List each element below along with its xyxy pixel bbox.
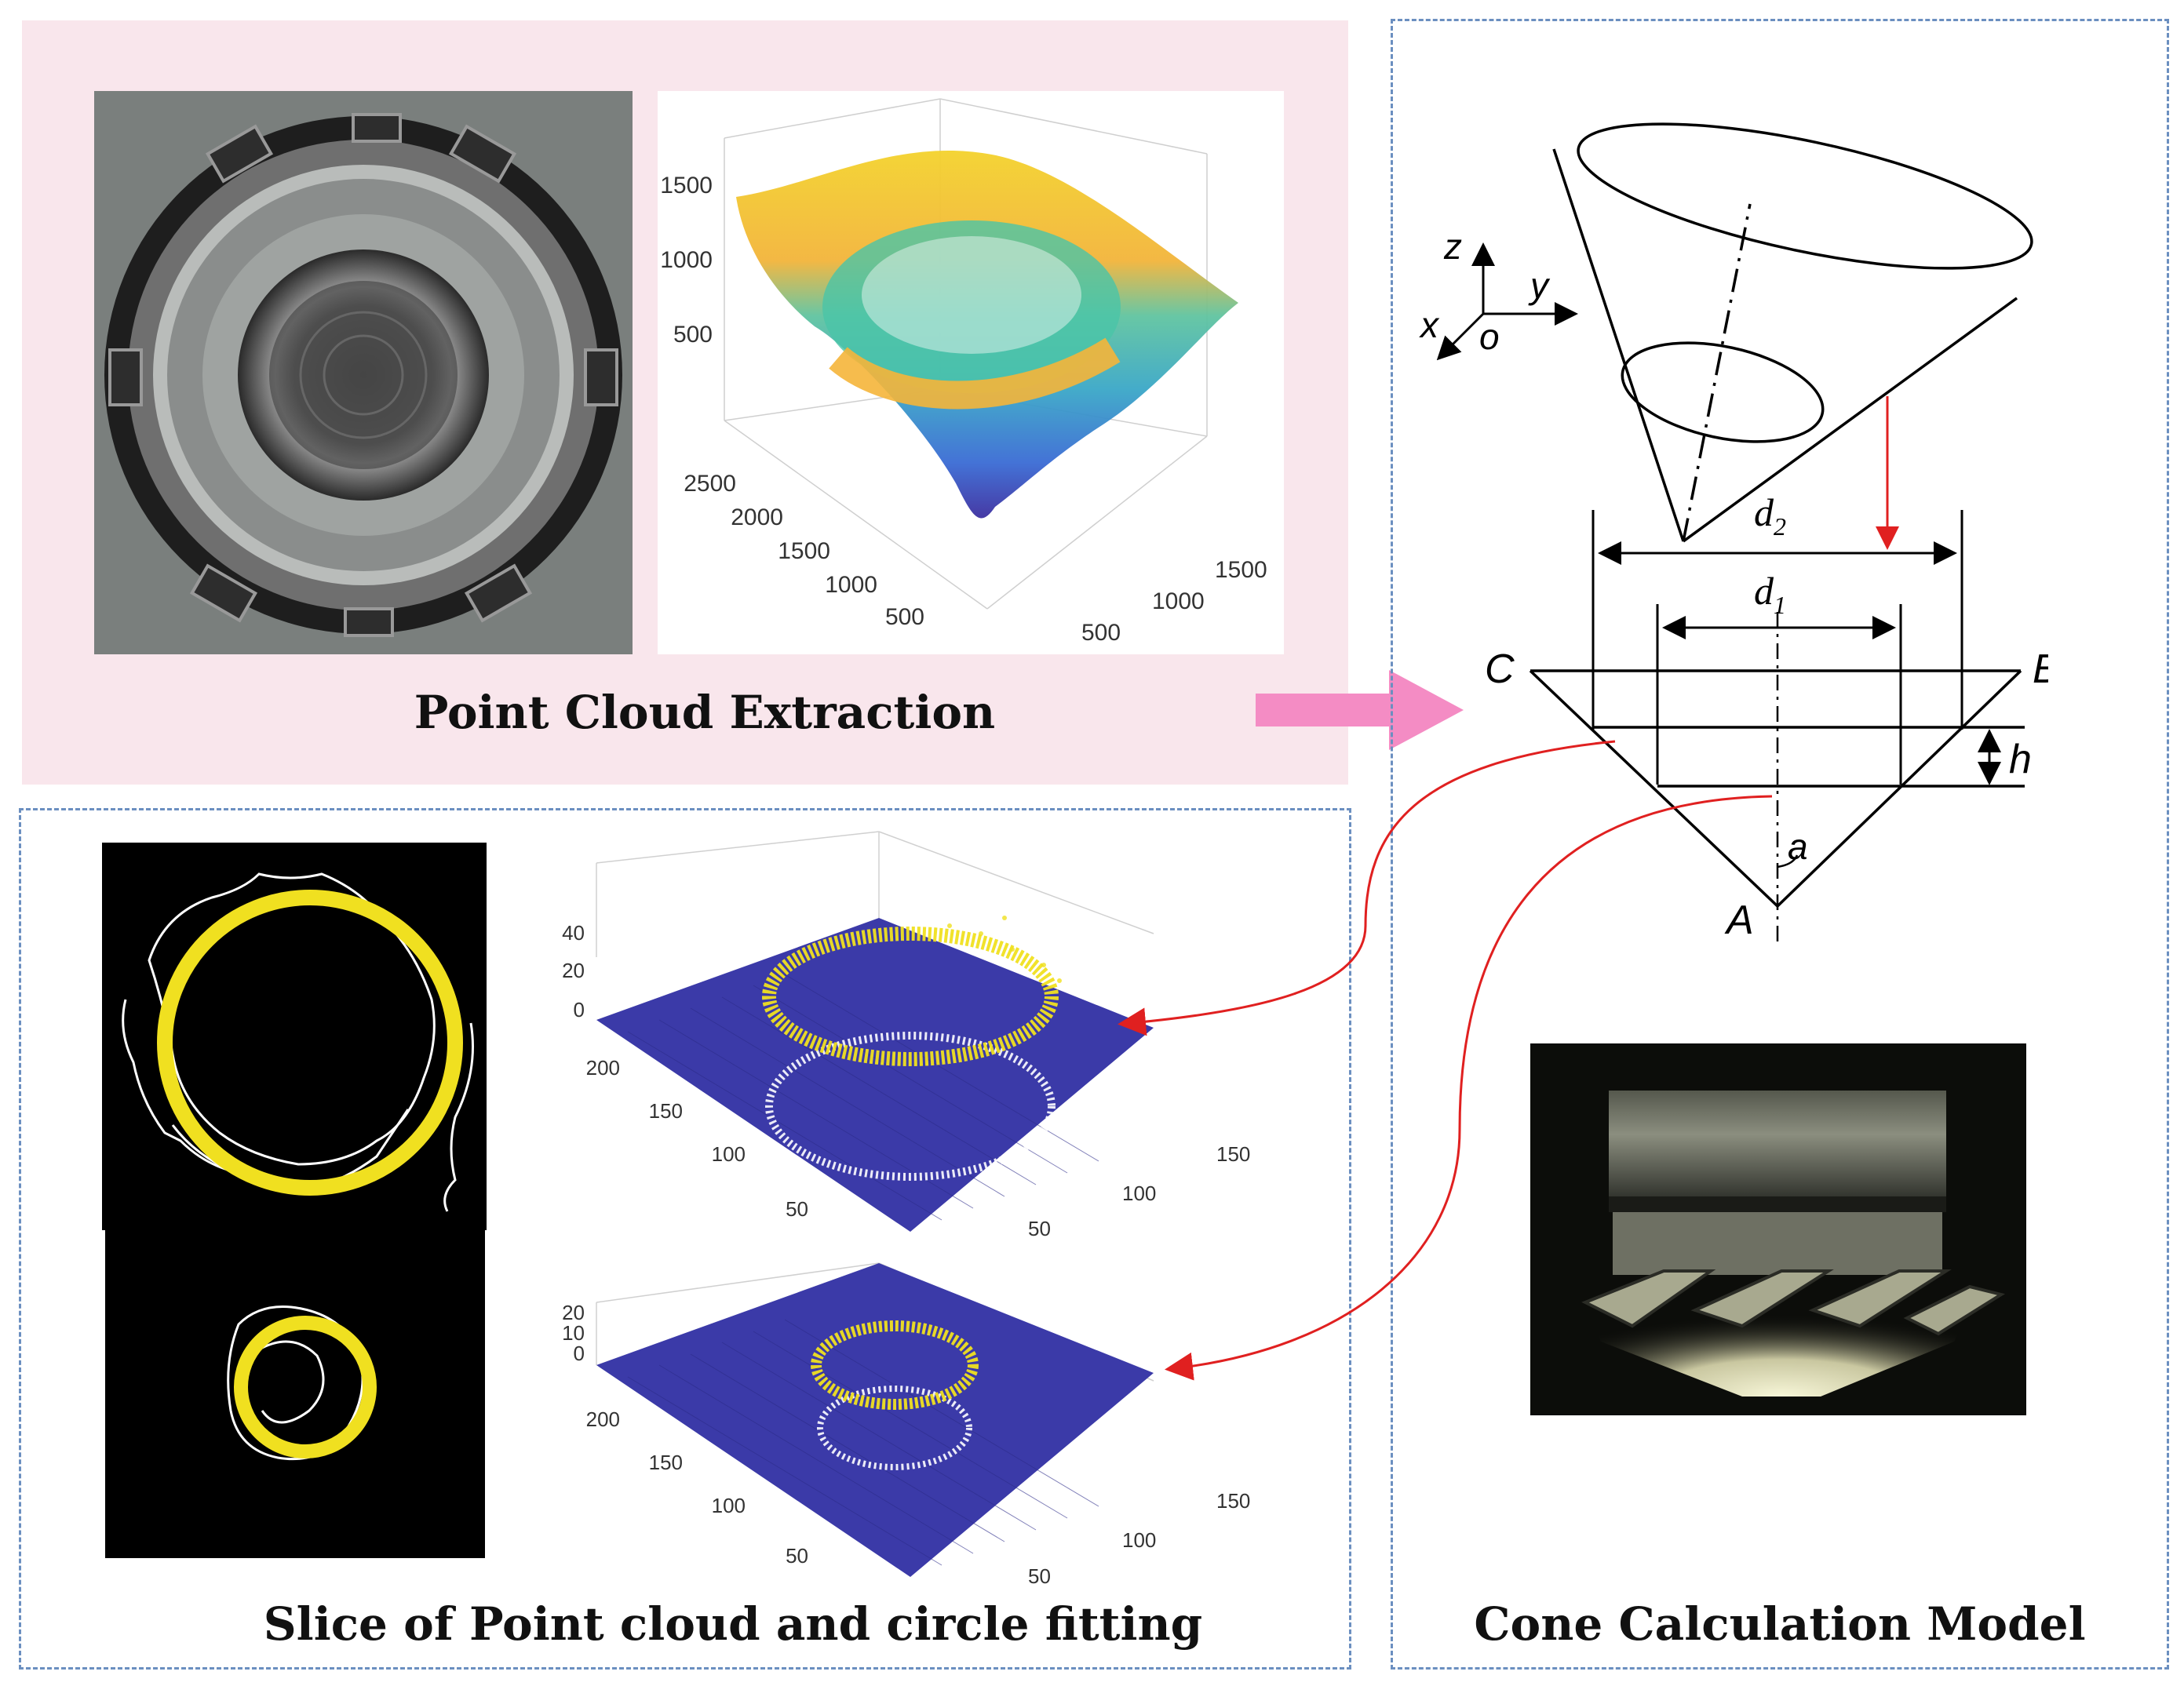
y-tick: 100 xyxy=(712,1142,746,1166)
axis-y-label: y xyxy=(1528,265,1551,306)
slice-plot-lower: 20 10 0 200 150 100 50 150 100 50 xyxy=(541,1247,1287,1608)
x-tick: 50 xyxy=(1028,1217,1051,1240)
point-c-label: C xyxy=(1485,646,1515,692)
y-tick: 500 xyxy=(885,604,924,630)
x-tick: 100 xyxy=(1122,1528,1156,1552)
tool-top-view-photo xyxy=(94,91,633,654)
slice-title: Slice of Point cloud and circle fitting xyxy=(263,1597,1203,1651)
z-tick: 40 xyxy=(562,921,585,945)
y-tick: 200 xyxy=(586,1407,620,1431)
axis-z-label: z xyxy=(1443,226,1462,267)
z-tick: 500 xyxy=(673,322,713,348)
y-tick: 2500 xyxy=(684,471,736,497)
z-tick: 0 xyxy=(574,1342,585,1365)
flow-arrow-icon xyxy=(1256,670,1464,750)
x-tick: 50 xyxy=(1028,1564,1051,1588)
x-tick: 100 xyxy=(1122,1182,1156,1205)
y-tick: 150 xyxy=(649,1099,683,1123)
x-tick: 1000 xyxy=(1152,588,1205,614)
point-a-label: A xyxy=(1724,898,1754,943)
y-tick: 1000 xyxy=(825,572,877,598)
point-cloud-3d-plot: 1500 1000 500 2500 2000 1500 1000 500 15… xyxy=(658,91,1284,654)
y-tick: 1500 xyxy=(778,538,830,564)
angle-label: a xyxy=(1788,826,1808,867)
cone-title: Cone Calculation Model xyxy=(1474,1597,2086,1651)
z-tick: 1500 xyxy=(660,173,713,198)
z-tick: 20 xyxy=(562,959,585,982)
z-tick: 10 xyxy=(562,1321,585,1345)
x-tick: 150 xyxy=(1216,1489,1250,1513)
y-tick: 100 xyxy=(712,1494,746,1517)
d1-label: d1 xyxy=(1754,569,1786,619)
y-tick: 50 xyxy=(786,1544,808,1568)
z-tick: 0 xyxy=(574,998,585,1021)
slice-plot-upper: 40 20 0 200 150 100 50 150 100 50 xyxy=(541,816,1287,1247)
x-tick: 1500 xyxy=(1215,557,1267,583)
slice-edge-image-small xyxy=(105,1230,485,1558)
origin-label: o xyxy=(1479,316,1500,357)
y-tick: 50 xyxy=(786,1197,808,1221)
y-tick: 150 xyxy=(649,1451,683,1474)
cone-model-diagram: z y x o d2 d1 C B A h a xyxy=(1419,122,2048,943)
axis-x-label: x xyxy=(1419,304,1440,345)
d2-label: d2 xyxy=(1754,490,1786,541)
x-tick: 150 xyxy=(1216,1142,1250,1166)
slice-edge-image-large xyxy=(102,843,487,1230)
y-tick: 200 xyxy=(586,1056,620,1080)
x-tick: 500 xyxy=(1081,620,1121,646)
z-tick: 20 xyxy=(562,1301,585,1324)
z-tick: 1000 xyxy=(660,247,713,273)
point-cloud-title: Point Cloud Extraction xyxy=(414,686,996,739)
y-tick: 2000 xyxy=(731,504,783,530)
cutting-tool-photo xyxy=(1530,1043,2026,1415)
point-b-label: B xyxy=(2033,646,2048,692)
h-label: h xyxy=(2009,737,2032,782)
